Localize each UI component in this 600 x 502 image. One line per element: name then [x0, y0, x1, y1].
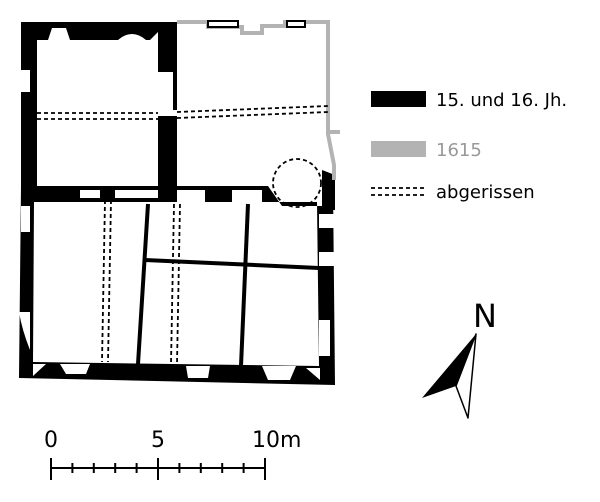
demolished-wall — [101, 199, 106, 363]
scale-bar: 0 5 10m — [44, 428, 301, 480]
walls-1615 — [177, 20, 340, 180]
window-niche — [150, 32, 158, 40]
demolished-wall — [107, 199, 112, 363]
window-niche — [60, 364, 90, 374]
scale-label-5: 5 — [151, 428, 165, 453]
demolished-wall — [176, 111, 329, 119]
interior-wall-horizontal — [144, 258, 320, 270]
interior-wall-vertical-right — [239, 203, 250, 367]
east-wall-upper — [322, 170, 335, 210]
legend-label-old: 15. und 16. Jh. — [436, 90, 567, 111]
demolished-wall — [176, 203, 181, 365]
legend-swatch-old — [371, 91, 426, 107]
scale-label-0: 0 — [44, 428, 58, 453]
window-niche — [232, 190, 262, 202]
interior-wall-vertical-left — [136, 203, 150, 365]
window-niche — [21, 70, 30, 92]
demolished-tower — [272, 158, 322, 208]
window-niche — [80, 190, 100, 198]
window-niche — [319, 214, 335, 228]
demolished-wall — [176, 105, 329, 113]
window-1615 — [286, 20, 306, 28]
window-niche — [186, 366, 210, 378]
legend: 15. und 16. Jh. 1615 abgerissen — [371, 90, 567, 203]
north-arrow-icon-half — [455, 333, 477, 419]
north-arrow-icon — [422, 334, 476, 398]
scale-label-10m: 10m — [252, 428, 301, 453]
door-gap — [156, 110, 177, 116]
main-block-walls — [19, 186, 335, 385]
window-niche — [306, 368, 320, 380]
window-niche — [158, 72, 173, 110]
window-niche — [21, 206, 30, 232]
window-niche — [33, 364, 46, 376]
window-niche — [48, 28, 70, 40]
legend-swatch-1615 — [371, 141, 426, 157]
window-niche — [115, 190, 158, 198]
window-niche — [118, 34, 146, 40]
north-arrow: N — [422, 297, 497, 419]
legend-label-demolished: abgerissen — [436, 182, 535, 203]
scale-ticks — [50, 458, 266, 480]
north-west-wing-walls — [21, 22, 177, 198]
north-label: N — [473, 297, 497, 335]
window-niche — [262, 366, 296, 380]
demolished-walls — [37, 105, 329, 365]
window-niche — [19, 312, 30, 350]
window-niche — [319, 320, 330, 356]
window-niche — [177, 190, 205, 202]
old-walls — [19, 22, 335, 385]
window-1615 — [207, 20, 239, 28]
legend-label-1615: 1615 — [436, 140, 482, 161]
demolished-wall — [170, 203, 175, 365]
wall-1615-north-east — [177, 20, 336, 180]
window-niche — [319, 252, 335, 266]
